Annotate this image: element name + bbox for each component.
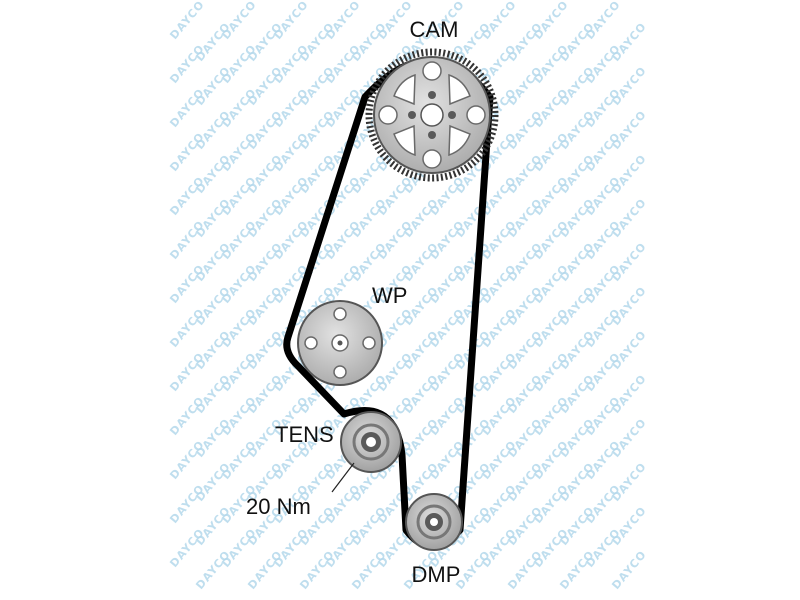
watermark-text: DAYCO — [167, 306, 207, 350]
label-torque: 20 Nm — [246, 494, 311, 519]
watermark-text: DAYCO — [167, 262, 207, 306]
watermark-text: DAYCO — [167, 86, 207, 130]
watermark-text: DAYCO — [349, 548, 389, 592]
watermark-text: DAYCO — [167, 526, 207, 570]
label-damper: DMP — [412, 562, 461, 587]
watermark-text: DAYCO — [167, 218, 207, 262]
watermark-text: DAYCO — [167, 174, 207, 218]
watermark-text: DAYCO — [609, 548, 649, 592]
water-pump-pulley — [297, 300, 383, 386]
damper-pulley — [405, 493, 463, 551]
watermark-text: DAYCO — [167, 42, 207, 86]
watermark-text: DAYCO — [167, 0, 207, 42]
watermark-text: DAYCO — [167, 482, 207, 526]
label-cam: CAM — [410, 17, 459, 42]
label-water-pump: WP — [372, 283, 407, 308]
watermark-text: DAYCO — [297, 548, 337, 592]
torque-leader-line — [331, 462, 355, 493]
watermark-text: DAYCO — [557, 548, 597, 592]
watermark-text: DAYCO — [167, 130, 207, 174]
watermark-text: DAYCO — [167, 394, 207, 438]
watermark-text: DAYCO — [167, 438, 207, 482]
watermark-text: DAYCO — [245, 548, 285, 592]
label-tensioner: TENS — [275, 422, 334, 447]
cam-gear-teeth — [365, 48, 499, 182]
cam-pulley — [373, 56, 491, 174]
watermark-text: DAYCO — [505, 548, 545, 592]
tensioner-pulley — [340, 411, 402, 473]
watermark-text: DAYCO — [167, 350, 207, 394]
watermark-text: DAYCO — [193, 548, 233, 592]
